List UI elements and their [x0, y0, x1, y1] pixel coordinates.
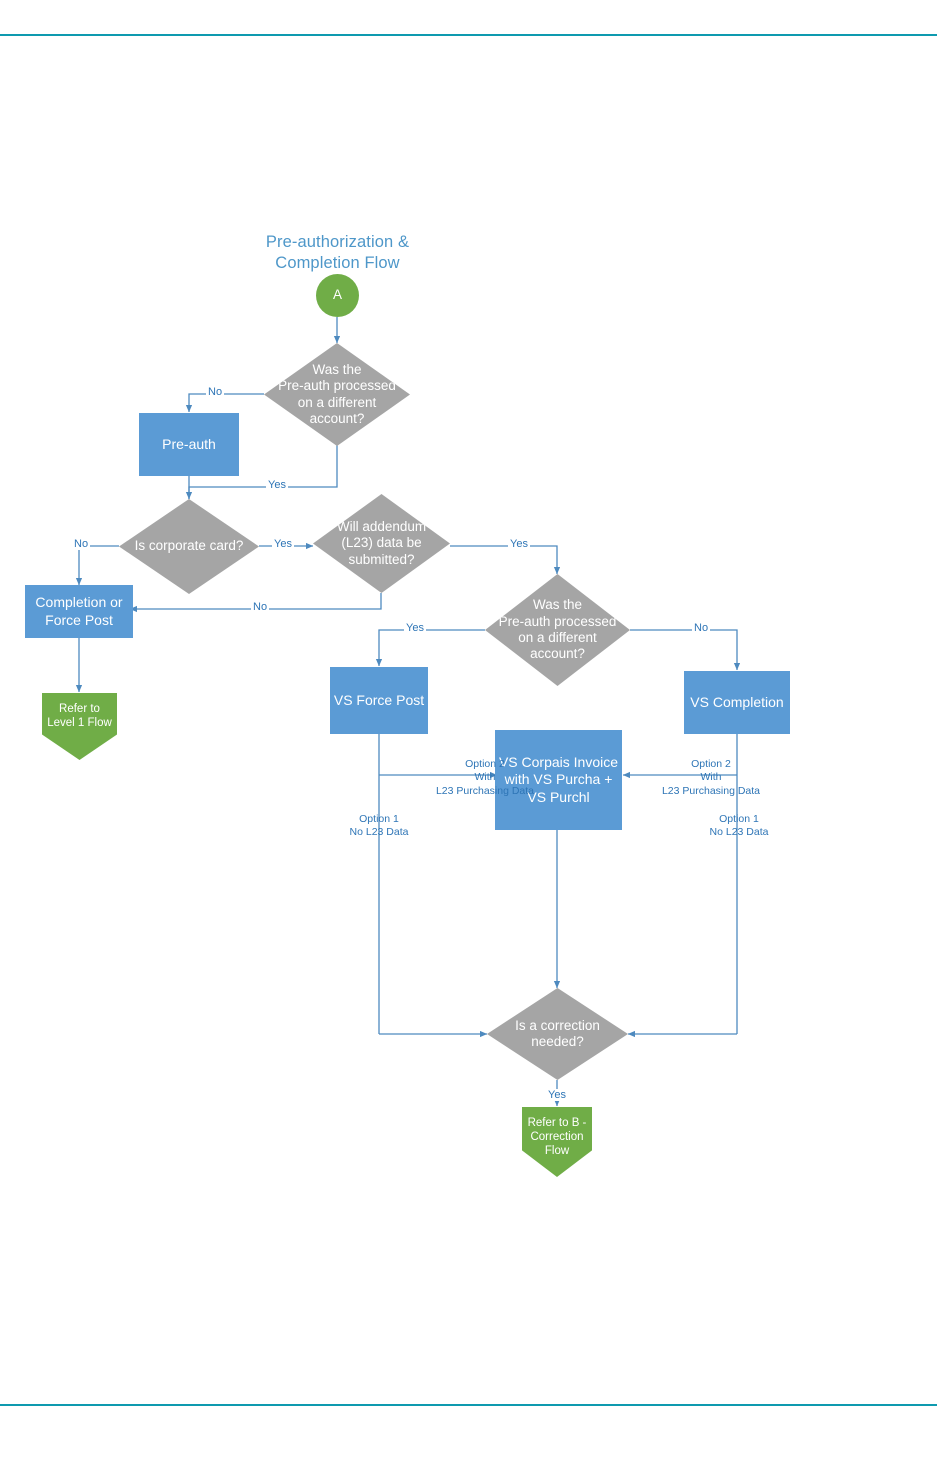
node-start-a[interactable]: A	[316, 274, 359, 317]
addendum-line1: Will addendum	[336, 518, 427, 534]
page-rule-top	[0, 34, 937, 36]
left-opt2-line2: With	[474, 771, 496, 784]
node-completion-or-force-post[interactable]: Completion or Force Post	[25, 585, 133, 638]
right-opt2-line3: L23 Purchasing Data	[661, 784, 761, 797]
option-label-left-option2: Option 2 With L23 Purchasing Data	[392, 758, 578, 798]
refer1-line1: Refer to	[59, 703, 100, 715]
right-opt1-line1: Option 1	[719, 813, 759, 825]
node-preauth[interactable]: Pre-auth	[139, 413, 239, 476]
correction-line1: Is a correction	[515, 1017, 600, 1033]
wire-preauth1-no	[185, 393, 264, 413]
option-label-right-option2: Option 2 With L23 Purchasing Data	[626, 758, 796, 798]
dec1-line3: on a different	[297, 394, 377, 410]
right-opt2-line1: Option 2	[691, 758, 731, 770]
edge-label-addendum-no: No	[251, 601, 270, 613]
diagram-title: Pre-authorization & Completion Flow	[240, 232, 435, 274]
left-opt1-line1: Option 1	[359, 813, 399, 825]
node-vs-force-post-label: VS Force Post	[333, 691, 425, 708]
referb-line3: Flow	[544, 1145, 570, 1158]
node-corp-card-label: Is corporate card?	[134, 538, 244, 554]
option-label-left-option1: Option 1 No L23 Data	[330, 813, 428, 840]
right-opt1-line2: No L23 Data	[709, 826, 769, 839]
edge-label-addendum-yes: Yes	[508, 538, 530, 550]
corpais-line2: with VS Purcha +	[504, 771, 613, 788]
edge-label-preauth2-no: No	[692, 622, 711, 634]
node-start-a-label: A	[332, 287, 342, 303]
left-opt2-line3: L23 Purchasing Data	[435, 784, 535, 797]
dec1-line1: Was the	[312, 361, 362, 377]
referb-line1: Refer to B -	[527, 1117, 587, 1129]
wire-preauth2-no	[630, 629, 741, 671]
left-opt2-line1: Option 2	[465, 758, 505, 770]
refer1-line2: Level 1 Flow	[47, 717, 112, 730]
corpais-line1: VS Corpais Invoice	[498, 754, 619, 771]
completion-line1: Completion or	[35, 594, 123, 611]
addendum-line3: submitted?	[348, 551, 415, 567]
node-preauth-label: Pre-auth	[162, 435, 216, 452]
addendum-line2: (L23) data be	[341, 535, 422, 551]
dec1-line4: account?	[309, 410, 365, 426]
dec2-line3: on a different	[518, 630, 597, 645]
edge-label-corp-no: No	[72, 538, 91, 550]
dec1-line2: Pre-auth processed	[278, 378, 396, 394]
dec2-line1: Was the	[532, 597, 582, 613]
option-label-right-option1: Option 1 No L23 Data	[690, 813, 788, 840]
referb-line2: Correction	[530, 1131, 584, 1144]
node-vs-completion-label: VS Completion	[690, 693, 784, 710]
edge-label-correction-yes: Yes	[546, 1089, 568, 1101]
edge-label-preauth2-yes: Yes	[404, 622, 426, 634]
corpais-line3: VS Purchl	[527, 788, 590, 805]
node-vs-completion[interactable]: VS Completion	[684, 671, 790, 734]
wire-corp-no	[75, 545, 119, 586]
left-opt1-line2: No L23 Data	[349, 826, 409, 839]
correction-line2: needed?	[531, 1034, 584, 1049]
page-rule-bottom	[0, 1404, 937, 1406]
edge-label-preauth1-yes: Yes	[266, 479, 288, 491]
completion-line2: Force Post	[45, 611, 113, 628]
node-vs-corpais-invoice[interactable]: VS Corpais Invoice with VS Purcha + VS P…	[495, 730, 622, 830]
diagram-title-line1: Pre-authorization & Completion Flow	[265, 233, 410, 273]
node-vs-force-post[interactable]: VS Force Post	[330, 667, 428, 734]
wire-addendum-no	[129, 593, 382, 613]
edge-label-corp-yes: Yes	[272, 538, 294, 550]
dec2-line4: account?	[530, 646, 585, 662]
wire-preauth2-yes	[375, 629, 485, 667]
wire-addendum-yes	[450, 545, 561, 575]
edge-label-preauth1-no: No	[206, 386, 225, 398]
dec2-line2: Pre-auth processed	[498, 613, 617, 629]
right-opt2-line2: With	[700, 771, 722, 784]
